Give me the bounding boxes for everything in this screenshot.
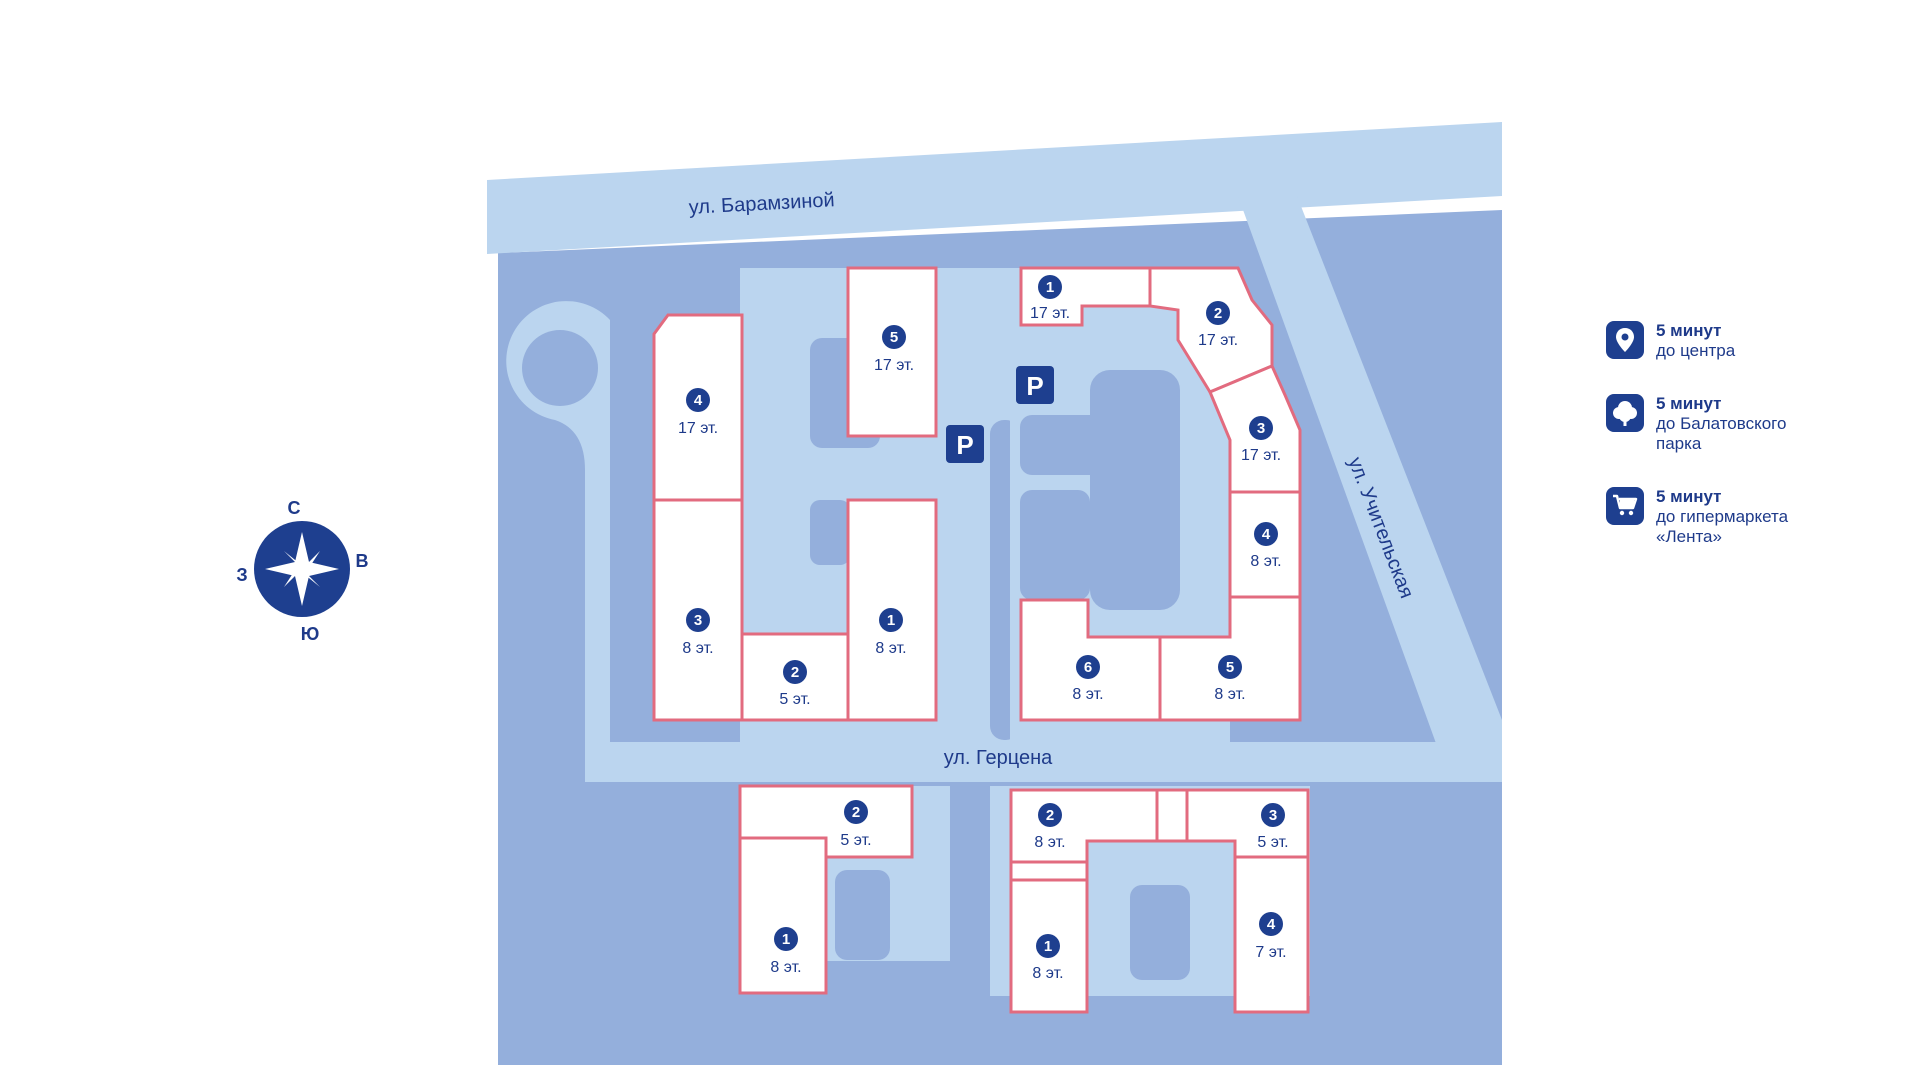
road-gertsena: [585, 742, 1502, 782]
parking-icon: [946, 425, 984, 463]
legend-title: 5 минут: [1656, 321, 1722, 340]
legend-item-park: 5 минут до Балатовского парка: [1606, 394, 1906, 454]
legend-item-supermarket: 5 минут до гипермаркета «Лента»: [1606, 487, 1906, 547]
svg-text:P: P: [956, 430, 973, 460]
tree-icon: [1606, 394, 1644, 432]
street-label-gertsena: ул. Герцена: [944, 747, 1053, 769]
legend-line: до Балатовского: [1656, 414, 1787, 433]
building-number: 4: [694, 392, 703, 409]
building-number: 3: [1269, 807, 1277, 824]
road-uchitelskaya: [1238, 196, 1502, 782]
building-3[interactable]: 3 8 эт.: [652, 498, 744, 722]
courtyard-south-west-lawn: [835, 870, 890, 960]
compass-rose: С Ю З В: [236, 498, 368, 644]
courtyard-south-east-lawn: [1130, 885, 1190, 980]
courtyard-east-lawn2: [1090, 370, 1180, 610]
compass-west: З: [236, 565, 247, 585]
building-floors: 8 эт.: [682, 640, 713, 657]
building-r3[interactable]: 3 5 эт.: [1185, 788, 1310, 859]
building-number: 3: [694, 612, 702, 629]
building-e5[interactable]: 5 8 эт.: [1158, 595, 1302, 722]
building-s1[interactable]: 1 8 эт.: [738, 836, 828, 995]
building-number: 3: [1257, 420, 1265, 437]
legend-title: 5 минут: [1656, 394, 1722, 413]
building-e3[interactable]: 3 17 эт.: [1208, 364, 1302, 494]
svg-text:P: P: [1026, 371, 1043, 401]
building-floors: 8 эт.: [1072, 686, 1103, 703]
building-connector: [1155, 788, 1189, 843]
building-number: 1: [782, 931, 790, 948]
building-e4[interactable]: 4 8 эт.: [1228, 490, 1302, 599]
building-number: 5: [890, 329, 898, 346]
building-floors: 17 эт.: [1241, 447, 1281, 464]
building-number: 1: [1044, 938, 1052, 955]
building-number: 2: [1046, 807, 1054, 824]
legend: 5 минут до центра 5 минут до Балатовског…: [1606, 321, 1906, 580]
legend-title: 5 минут: [1656, 487, 1722, 506]
building-number: 1: [887, 612, 895, 629]
building-1[interactable]: 1 8 эт.: [846, 498, 938, 722]
building-number: 1: [1046, 279, 1054, 296]
parking-marker-1[interactable]: P: [946, 425, 984, 463]
parking-icon: [1016, 366, 1054, 404]
building-floors: 8 эт.: [1214, 686, 1245, 703]
building-e6[interactable]: 6 8 эт.: [1019, 598, 1162, 722]
shopping-cart-icon: [1606, 487, 1644, 525]
building-floors: 5 эт.: [840, 832, 871, 849]
legend-line: парка: [1656, 434, 1702, 453]
building-r1[interactable]: 1 8 эт.: [1009, 860, 1089, 1014]
building-floors: 5 эт.: [779, 691, 810, 708]
building-floors: 17 эт.: [874, 357, 914, 374]
building-number: 4: [1262, 526, 1271, 543]
building-floors: 8 эт.: [875, 640, 906, 657]
parking-marker-2[interactable]: P: [1016, 366, 1054, 404]
building-r4[interactable]: 4 7 эт.: [1233, 855, 1310, 1014]
compass-north: С: [288, 498, 301, 518]
building-4[interactable]: 4 17 эт.: [652, 313, 744, 502]
roundabout-island: [522, 330, 598, 406]
legend-line: до гипермаркета: [1656, 507, 1789, 526]
building-floors: 8 эт.: [1250, 553, 1281, 570]
building-floors: 8 эт.: [770, 959, 801, 976]
courtyard-west-lawn2: [810, 500, 850, 565]
building-number: 5: [1226, 659, 1234, 676]
compass-south: Ю: [301, 624, 320, 644]
compass-east: В: [356, 551, 369, 571]
location-pin-icon: [1606, 321, 1644, 359]
building-floors: 17 эт.: [1198, 332, 1238, 349]
road-west-loop: [506, 301, 610, 745]
building-2[interactable]: 2 5 эт.: [740, 632, 850, 722]
courtyard-east-lawn3: [1020, 490, 1090, 600]
building-number: 2: [791, 664, 799, 681]
building-number: 2: [852, 804, 860, 821]
building-floors: 17 эт.: [678, 420, 718, 437]
road-baramzinoy: [487, 122, 1502, 254]
building-5[interactable]: 5 17 эт.: [846, 266, 938, 438]
building-floors: 17 эт.: [1030, 305, 1070, 322]
building-e1[interactable]: 1 17 эт.: [1019, 266, 1152, 327]
building-number: 4: [1267, 916, 1276, 933]
building-floors: 8 эт.: [1034, 834, 1065, 851]
building-number: 6: [1084, 659, 1092, 676]
legend-line: до центра: [1656, 341, 1736, 360]
building-number: 2: [1214, 305, 1222, 322]
building-floors: 8 эт.: [1032, 965, 1063, 982]
building-floors: 5 эт.: [1257, 834, 1288, 851]
legend-line: «Лента»: [1656, 527, 1722, 546]
building-e2[interactable]: 2 17 эт.: [1148, 266, 1274, 394]
building-floors: 7 эт.: [1255, 944, 1286, 961]
legend-item-center: 5 минут до центра: [1606, 321, 1906, 361]
